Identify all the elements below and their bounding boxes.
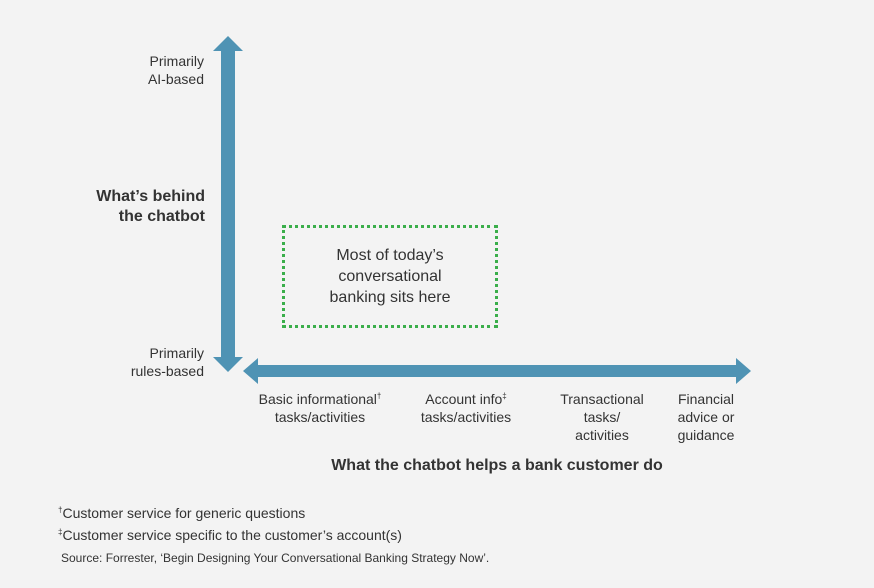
y-top-label-line2: AI-based — [147, 71, 204, 87]
x-cat-account-line2: tasks/activities — [420, 409, 512, 425]
y-axis-arrow — [213, 36, 243, 372]
callout-box: Most of today’s conversational banking s… — [282, 225, 498, 328]
y-title-line1: What’s behind — [96, 188, 205, 205]
callout-line1: Most of today’s — [336, 247, 444, 264]
source-note: Source: Forrester, ‘Begin Designing Your… — [61, 551, 490, 565]
y-bottom-label-line2: rules-based — [130, 363, 204, 379]
x-category-financial: Financial advice or guidance — [678, 390, 735, 444]
x-cat-transactional-line3: activities — [575, 427, 629, 443]
x-cat-basic-line2: tasks/activities — [274, 409, 366, 425]
x-category-account: Account info‡ tasks/activities — [421, 390, 511, 426]
y-axis-title: What’s behind the chatbot — [96, 187, 205, 227]
x-cat-transactional-line1: Transactional — [560, 391, 644, 407]
x-cat-basic-line1: Basic informational — [258, 391, 377, 407]
footnote-2: ‡Customer service specific to the custom… — [58, 527, 402, 543]
x-category-transactional: Transactional tasks/ activities — [560, 390, 644, 444]
y-bottom-label-line1: Primarily — [149, 345, 204, 361]
x-cat-financial-line1: Financial — [677, 391, 735, 407]
x-axis-title-text: What the chatbot helps a bank customer d… — [331, 457, 663, 474]
footnote-1: †Customer service for generic questions — [58, 505, 305, 521]
x-cat-transactional-line2: tasks/ — [583, 409, 621, 425]
x-category-basic: Basic informational† tasks/activities — [259, 390, 382, 426]
callout-line2: conversational — [338, 268, 442, 285]
footnote-2-mark: ‡ — [58, 527, 63, 537]
x-cat-financial-line2: advice or — [677, 409, 735, 425]
y-axis-top-label: Primarily AI-based — [148, 52, 204, 88]
y-axis-bottom-label: Primarily rules-based — [131, 344, 204, 380]
double-dagger-mark: ‡ — [502, 391, 507, 401]
footnote-1-mark: † — [58, 505, 63, 515]
y-title-line2: the chatbot — [118, 208, 205, 225]
dagger-mark: † — [376, 391, 382, 401]
x-cat-account-line1: Account info — [425, 391, 503, 407]
x-axis-arrow — [243, 358, 751, 384]
x-cat-financial-line3: guidance — [677, 427, 735, 443]
footnote-2-text: Customer service specific to the custome… — [62, 527, 402, 543]
y-top-label-line1: Primarily — [149, 53, 204, 69]
callout-line3: banking sits here — [329, 289, 451, 306]
footnote-1-text: Customer service for generic questions — [62, 505, 306, 521]
